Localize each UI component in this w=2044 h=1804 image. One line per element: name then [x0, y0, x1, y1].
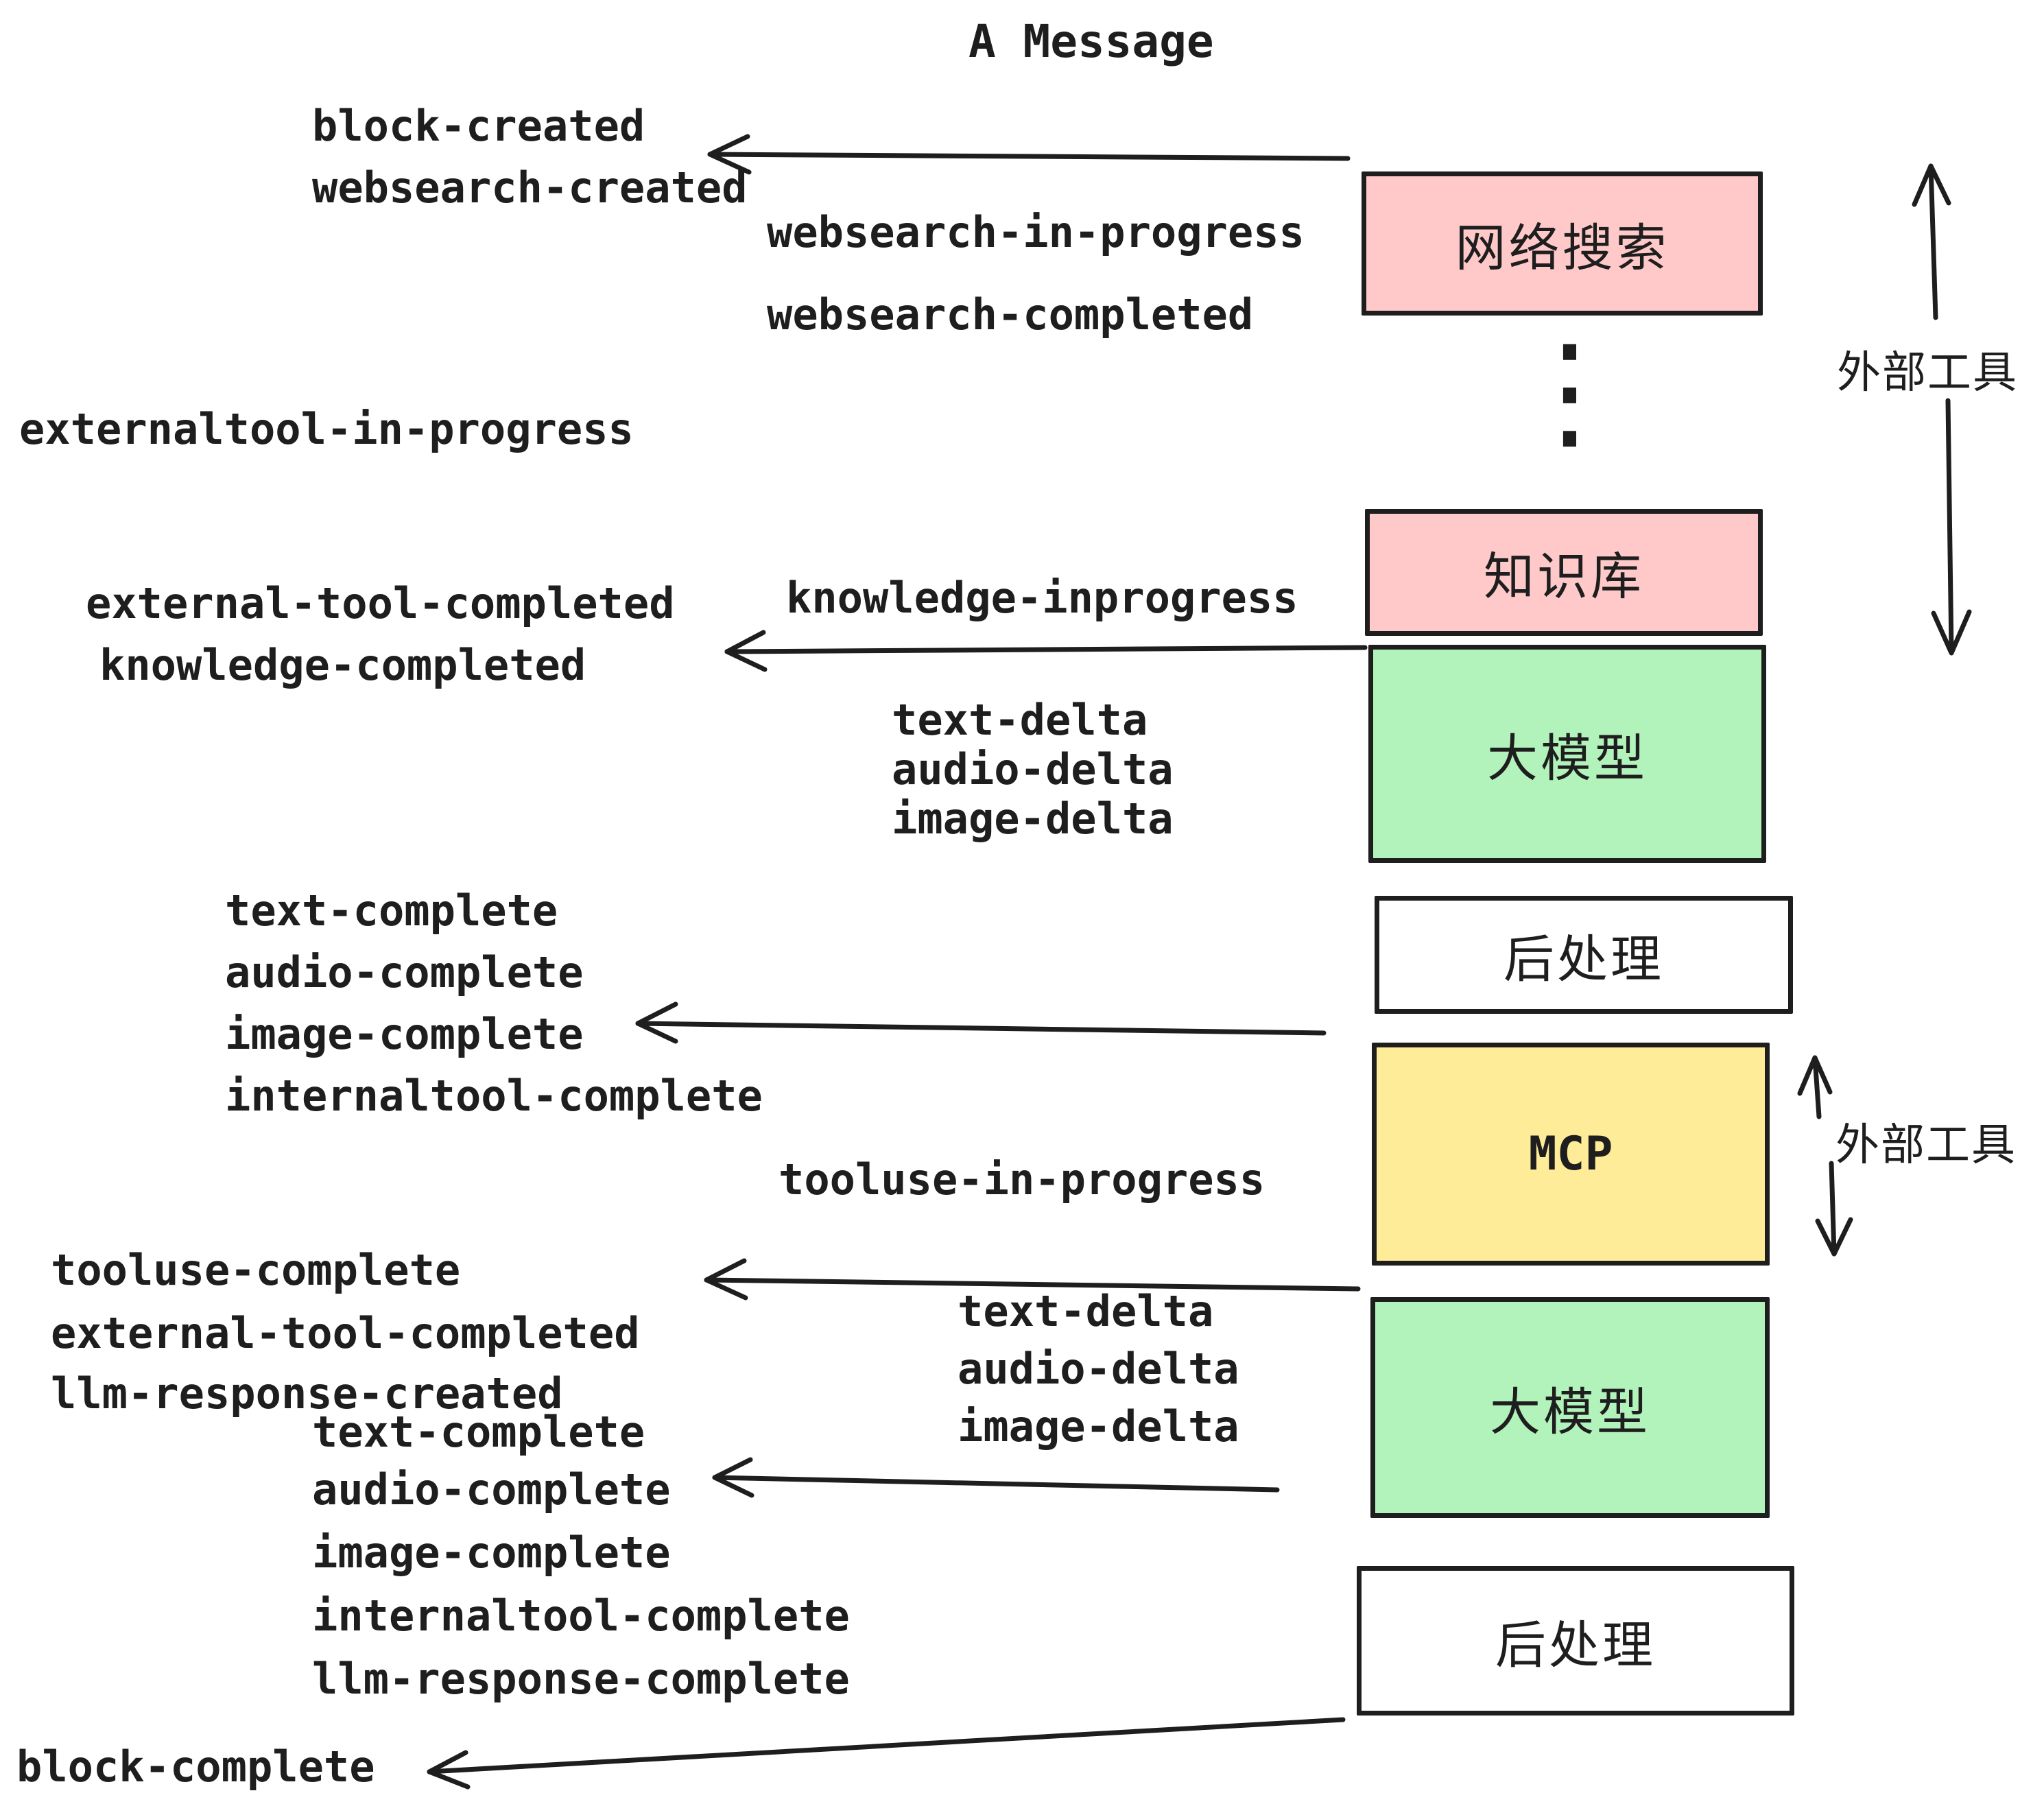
event-label-block-created: block-created	[312, 101, 645, 151]
box-post-processing-1: 后处理	[1375, 896, 1793, 1014]
event-label-image-delta: image-delta	[892, 794, 1174, 844]
event-label-audio-delta-2: audio-delta	[958, 1344, 1239, 1394]
arrow-down-icon	[1931, 398, 1972, 656]
box-llm-2: 大模型	[1370, 1297, 1770, 1518]
event-label-websearch-completed: websearch-completed	[767, 289, 1254, 340]
box-label: 后处理	[1495, 1615, 1656, 1675]
event-label-audio-delta: audio-delta	[892, 744, 1174, 794]
box-llm-1: 大模型	[1368, 645, 1766, 863]
event-label-knowledge-completed: knowledge-completed	[99, 640, 586, 690]
event-label-knowledge-inprogress: knowledge-inprogress	[786, 573, 1298, 623]
event-label-external-tool-completed-2: external-tool-completed	[51, 1308, 640, 1358]
arrow-left-icon-knowledge-completed	[724, 630, 1368, 672]
arrow-left-icon-image-complete	[635, 1001, 1327, 1044]
event-label-audio-complete: audio-complete	[225, 947, 584, 997]
box-label: 大模型	[1487, 728, 1648, 788]
box-knowledge-base: 知识库	[1365, 509, 1763, 636]
event-label-image-complete-2: image-complete	[312, 1528, 671, 1578]
external-tools-label-1: 外部工具	[1837, 348, 2018, 399]
box-label: 网络搜索	[1455, 218, 1669, 278]
event-label-tooluse-in-progress: tooluse-in-progress	[779, 1154, 1265, 1204]
box-web-search: 网络搜索	[1362, 171, 1763, 316]
event-label-externaltool-in-progress: externaltool-in-progress	[19, 404, 634, 454]
box-label: 后处理	[1504, 929, 1664, 989]
event-label-llm-response-created: llm-response-created	[51, 1368, 563, 1419]
event-label-internaltool-complete: internaltool-complete	[225, 1071, 763, 1121]
event-label-image-delta-2: image-delta	[958, 1401, 1239, 1451]
box-post-processing-2: 后处理	[1357, 1566, 1794, 1716]
event-label-tooluse-complete: tooluse-complete	[51, 1245, 461, 1295]
event-label-websearch-created: websearch-created	[312, 163, 748, 213]
event-label-audio-complete-2: audio-complete	[312, 1464, 671, 1515]
event-label-websearch-in-progress: websearch-in-progress	[767, 207, 1305, 257]
arrow-up-icon	[1912, 163, 1951, 320]
arrow-left-icon-tooluse-complete	[704, 1258, 1361, 1301]
box-label: 大模型	[1490, 1382, 1650, 1442]
event-label-text-complete: text-complete	[225, 886, 558, 936]
arrow-down-icon	[1815, 1161, 1853, 1257]
box-mcp: MCP	[1372, 1043, 1770, 1266]
event-label-text-delta-2: text-delta	[958, 1286, 1214, 1336]
external-tools-label-2: 外部工具	[1835, 1120, 2017, 1171]
event-label-image-complete: image-complete	[225, 1009, 584, 1059]
diagram-title: A Message	[968, 15, 1214, 68]
event-label-text-complete-2: text-complete	[312, 1407, 645, 1457]
event-label-text-delta: text-delta	[892, 695, 1148, 745]
event-label-llm-response-complete: llm-response-complete	[312, 1654, 850, 1704]
event-label-internaltool-complete-2: internaltool-complete	[312, 1591, 850, 1641]
box-label: 知识库	[1484, 547, 1644, 606]
event-label-external-tool-completed: external-tool-completed	[86, 578, 675, 628]
arrow-up-icon	[1797, 1055, 1833, 1119]
arrow-left-icon-block-created	[707, 134, 1351, 175]
vertical-ellipsis-icon: ⋮	[1506, 317, 1633, 465]
arrow-left-icon-audio-complete	[712, 1457, 1280, 1498]
arrow-left-icon-block-complete	[427, 1717, 1346, 1790]
box-label: MCP	[1528, 1127, 1613, 1181]
event-label-block-complete: block-complete	[16, 1742, 375, 1792]
